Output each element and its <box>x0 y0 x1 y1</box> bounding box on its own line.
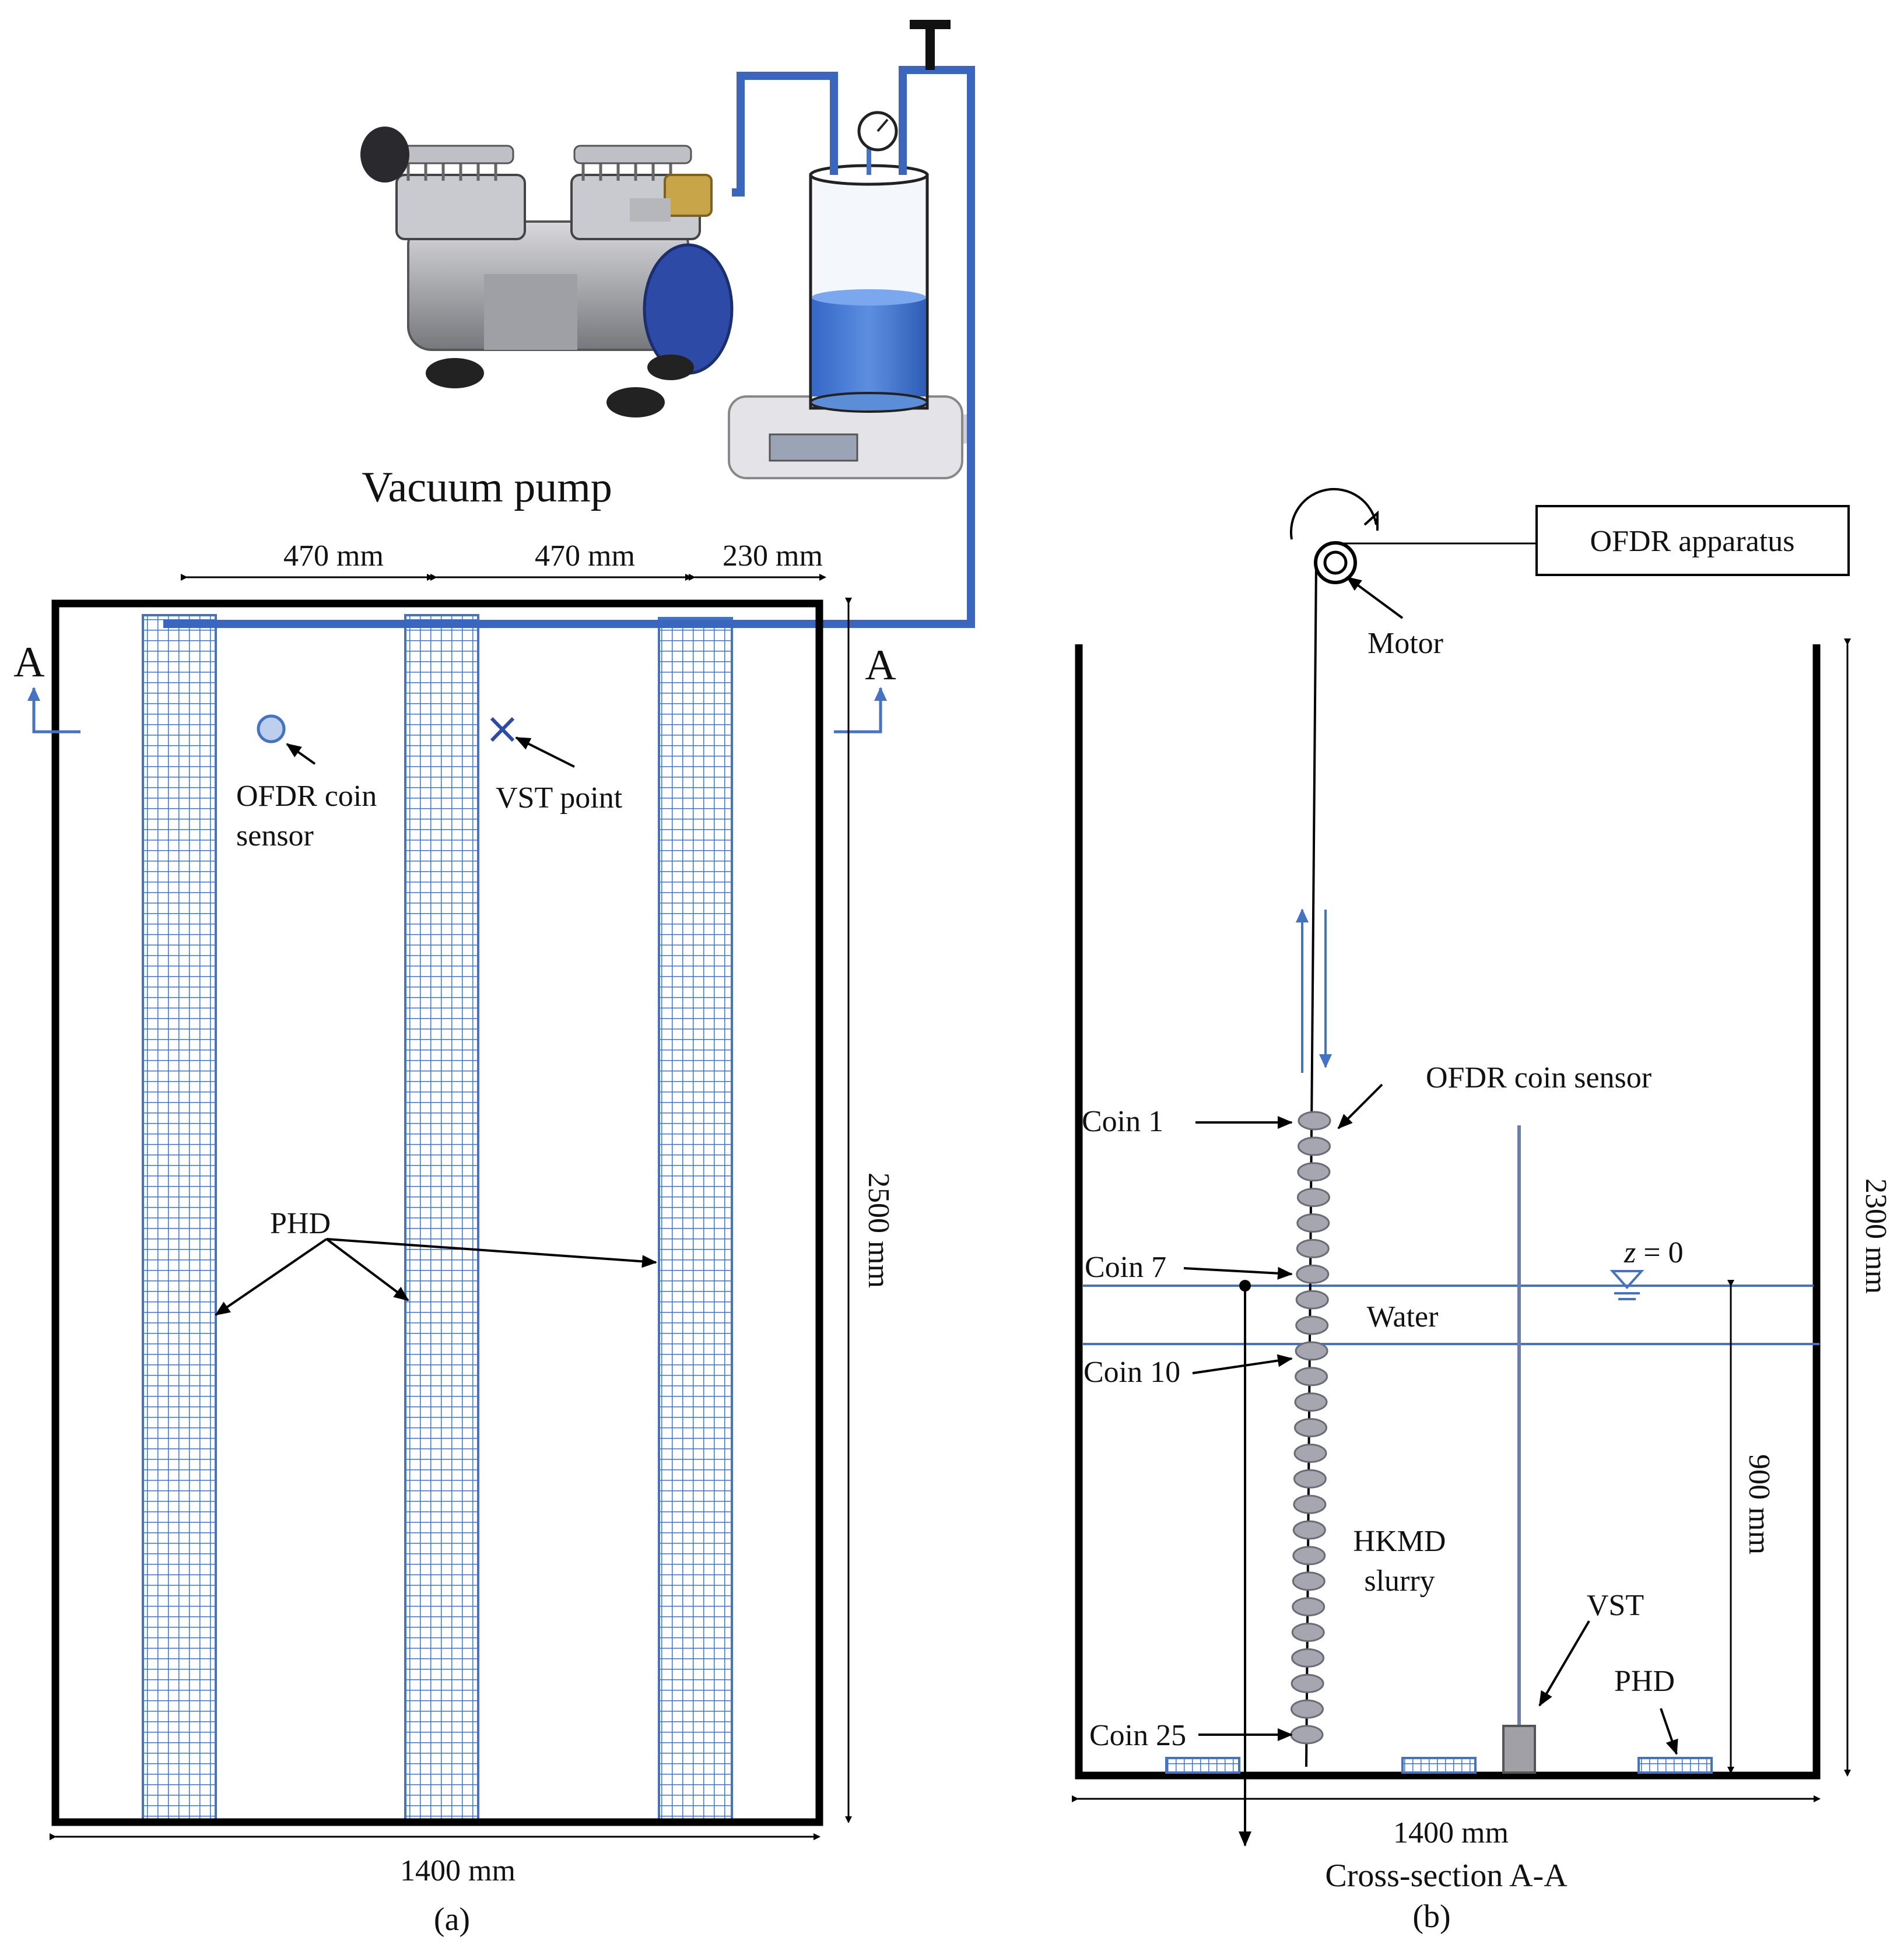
water-label: Water <box>1367 1300 1439 1334</box>
slurry-label-line2: slurry <box>1364 1564 1435 1598</box>
width-dim-a: 1400 mm <box>400 1854 516 1887</box>
section-mark-left: A <box>13 638 44 686</box>
coin-sensor-3 <box>1297 1162 1331 1182</box>
coin-sensor-10 <box>1295 1341 1328 1361</box>
coin-7-pointer <box>1183 1266 1293 1280</box>
vacuum-pump-illustration <box>360 127 734 417</box>
vst-pointer <box>1538 1620 1590 1707</box>
coin-sensor-label-line1: OFDR coin <box>236 780 377 813</box>
coin-sensor-12 <box>1294 1392 1328 1412</box>
coin-1-label: Coin 1 <box>1082 1105 1163 1138</box>
cross-section-title: Cross-section A-A <box>1325 1858 1568 1894</box>
z-var: z <box>1624 1236 1636 1269</box>
coin-sensor-24 <box>1291 1699 1324 1719</box>
coin-sensor-5 <box>1296 1213 1330 1233</box>
phd-label-b: PHD <box>1614 1665 1675 1698</box>
phd-label-a: PHD <box>270 1207 331 1240</box>
coin-sensor-11 <box>1295 1367 1328 1387</box>
coin-sensor-4 <box>1296 1188 1330 1208</box>
section-marker-right: A <box>834 641 896 734</box>
vst-point-label: VST point <box>496 781 623 815</box>
motor-pointer <box>1346 576 1404 619</box>
dim-top-2: 470 mm <box>535 539 635 573</box>
slurry-label-line1: HKMD <box>1354 1525 1446 1558</box>
coin-sensor-22 <box>1291 1648 1325 1668</box>
coin-sensor-19 <box>1292 1571 1326 1591</box>
coin-sensor-pointer <box>286 743 316 765</box>
vst-label: VST <box>1587 1589 1644 1622</box>
coin-sensor-13 <box>1294 1418 1327 1437</box>
caption-b: (b) <box>1412 1899 1450 1935</box>
dim-top-3: 230 mm <box>723 539 823 573</box>
phd-pad-2 <box>1401 1757 1477 1774</box>
coin-sensor-7 <box>1296 1264 1330 1284</box>
phd-strip-3 <box>658 617 733 1823</box>
coin-sensor-21 <box>1291 1623 1325 1642</box>
z-rest: = 0 <box>1636 1236 1683 1269</box>
coin-sensor-label-line2: sensor <box>236 819 314 852</box>
panel-a: Vacuum pump <box>13 20 975 1938</box>
coin-10-pointer <box>1192 1354 1293 1374</box>
section-marker-left: A <box>13 638 80 734</box>
vst-point-pointer <box>515 736 575 768</box>
coin-sensor-2 <box>1298 1136 1331 1156</box>
tank-plan-outline <box>51 599 823 1826</box>
width-dim-b: 1400 mm <box>1393 1816 1509 1850</box>
coin-sensor-18 <box>1292 1546 1326 1566</box>
coin-sensor-8 <box>1295 1290 1329 1310</box>
phd-pointer-arrows <box>215 1238 657 1316</box>
coin-sensor-label-b: OFDR coin sensor <box>1426 1061 1651 1094</box>
panel-b: OFDR apparatus Motor OFDR coin sensor Co <box>1072 487 1892 1935</box>
coin-sensor-14 <box>1293 1443 1327 1463</box>
coin-sensor-stack <box>1290 1111 1331 1745</box>
coin-sensor-6 <box>1296 1238 1330 1258</box>
vst-vane <box>1502 1725 1536 1774</box>
phd-strip-1 <box>142 614 217 1823</box>
ofdr-apparatus-box <box>1535 505 1850 576</box>
vacuum-pump-label: Vacuum pump <box>362 464 612 511</box>
motor-label: Motor <box>1367 627 1443 660</box>
depth-dim: 900 mm <box>1742 1454 1776 1555</box>
height-dim-a: 2500 mm <box>862 1173 895 1288</box>
coin-7-label: Coin 7 <box>1085 1251 1166 1284</box>
coin-sensor-20 <box>1292 1597 1326 1617</box>
phd-pointer-b <box>1660 1708 1678 1755</box>
phd-pad-3 <box>1637 1757 1713 1774</box>
coin-sensor-1 <box>1298 1111 1331 1131</box>
phd-strips <box>142 614 733 1823</box>
water-reservoir-on-scale <box>728 111 968 479</box>
coin-sensor-9 <box>1295 1315 1329 1335</box>
motor-pulley <box>1289 487 1379 584</box>
phd-strip-2 <box>404 614 479 1823</box>
coin-sensor-15 <box>1293 1469 1327 1489</box>
phd-pad-1 <box>1165 1757 1240 1774</box>
coin-sensor-23 <box>1291 1673 1324 1693</box>
tank-section-outline <box>1075 644 1821 1780</box>
coin-sensor-16 <box>1293 1494 1327 1514</box>
coin-sensor-17 <box>1292 1520 1326 1540</box>
height-dim-b: 2300 mm <box>1859 1178 1892 1294</box>
z-zero-label: z = 0 <box>1624 1236 1684 1269</box>
coin-25-label: Coin 25 <box>1089 1719 1186 1752</box>
coin-sensor-25 <box>1290 1725 1324 1745</box>
coin-sensor-pointer-b <box>1337 1083 1383 1129</box>
caption-a: (a) <box>434 1901 470 1938</box>
ofdr-apparatus-label: OFDR apparatus <box>1590 525 1795 558</box>
vst-point-marker <box>490 717 515 742</box>
water-level-symbol <box>1610 1270 1644 1300</box>
coin-10-label: Coin 10 <box>1084 1356 1180 1389</box>
ofdr-coin-sensor-marker <box>257 714 286 743</box>
section-mark-right: A <box>865 641 896 689</box>
dim-top-1: 470 mm <box>283 539 384 573</box>
